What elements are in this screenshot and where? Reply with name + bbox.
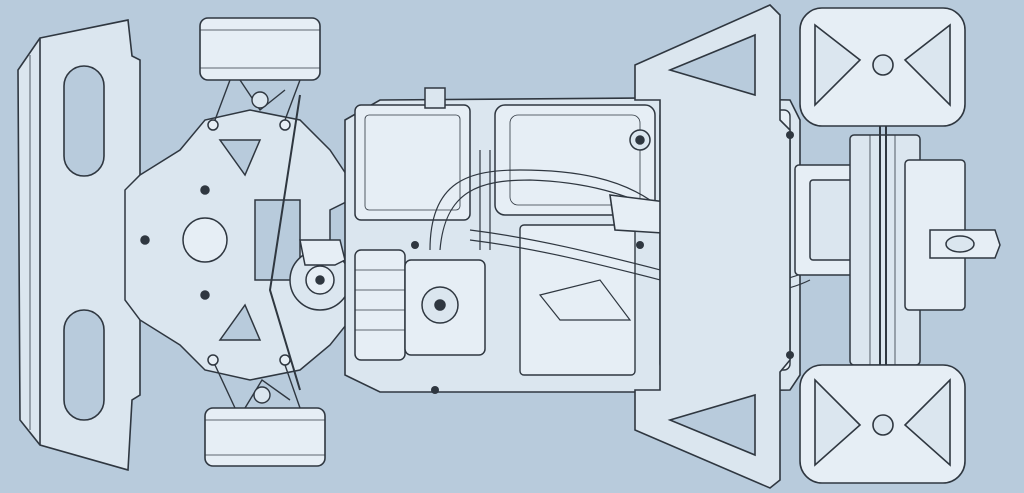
steering-servo — [289, 239, 351, 311]
throttle-servo — [404, 259, 486, 356]
front-wing — [17, 19, 141, 472]
fastener-dots — [411, 131, 794, 394]
rear-chassis-plate — [634, 4, 791, 489]
radio-receiver-box — [354, 87, 471, 221]
front-tire-top — [199, 17, 321, 81]
fuel-tank — [494, 104, 656, 216]
rear-tire-bottom — [799, 364, 966, 484]
front-tire-bottom — [204, 407, 326, 467]
rear-tire-top — [799, 7, 966, 127]
front-suspension-arms — [214, 79, 301, 409]
battery-pack — [354, 249, 406, 361]
clutch-bell — [929, 229, 1001, 259]
